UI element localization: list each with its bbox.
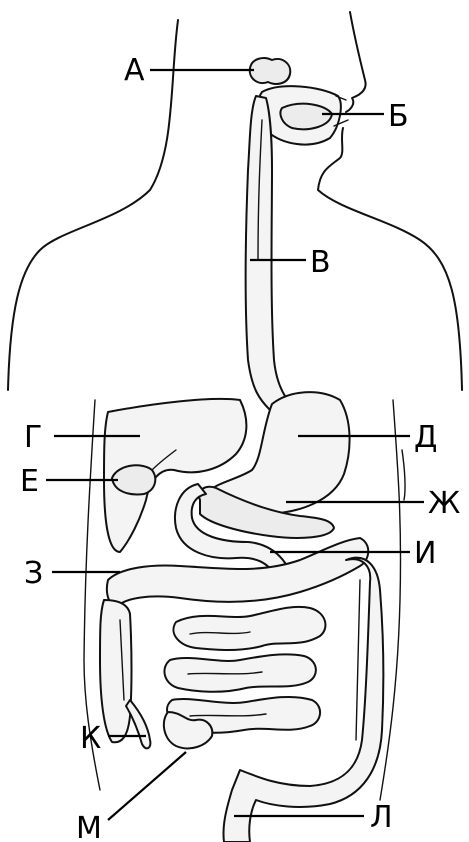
label-v: В bbox=[310, 245, 331, 280]
label-m: М bbox=[76, 811, 102, 842]
label-k: К bbox=[80, 721, 101, 756]
esophagus bbox=[246, 96, 292, 410]
label-b: Б bbox=[388, 99, 409, 134]
label-i: И bbox=[414, 536, 436, 571]
label-a: А bbox=[124, 53, 145, 88]
label-zh: Ж bbox=[428, 486, 460, 521]
label-d: Д bbox=[414, 420, 437, 455]
label-e: Е bbox=[20, 464, 39, 499]
label-g: Г bbox=[24, 420, 42, 455]
small-intestine bbox=[164, 607, 326, 748]
label-z: З bbox=[24, 556, 43, 591]
label-l: Л bbox=[370, 800, 393, 835]
salivary-gland bbox=[250, 58, 291, 84]
